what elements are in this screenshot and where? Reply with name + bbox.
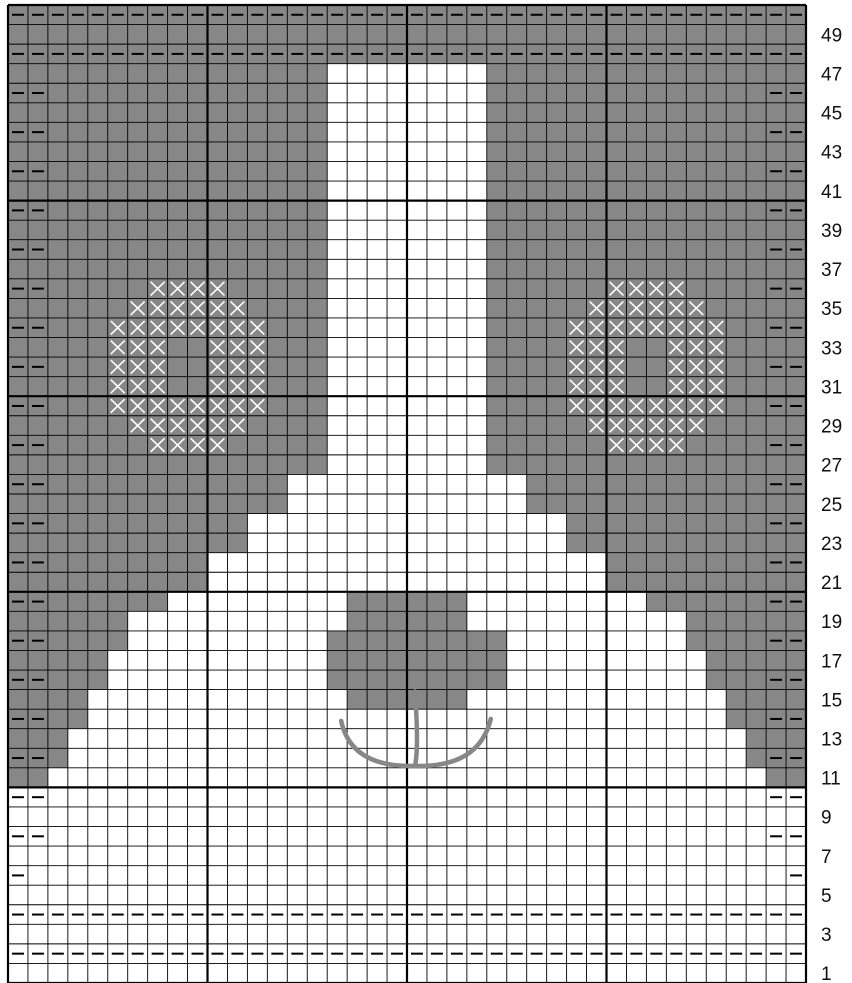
row-number-label: 9 [821,808,832,829]
nose-block [327,631,507,690]
row-number-label: 5 [821,886,832,907]
row-number-label: 11 [821,769,841,790]
row-number-layer: 1357911131517192123252729313335373941434… [821,25,842,983]
row-number-label: 23 [821,534,842,555]
row-number-label: 27 [821,456,842,477]
row-number-label: 45 [821,104,842,125]
row-number-label: 33 [821,338,842,359]
row-number-label: 7 [821,847,832,868]
row-number-label: 37 [821,260,842,281]
row-number-label: 47 [821,64,842,85]
row-number-label: 35 [821,299,842,320]
row-number-label: 1 [821,964,832,983]
row-number-label: 25 [821,495,842,516]
row-number-label: 43 [821,143,842,164]
row-number-label: 29 [821,417,842,438]
row-number-label: 19 [821,612,842,633]
grid-layer [8,5,806,983]
row-number-label: 3 [821,925,832,946]
row-number-label: 17 [821,651,842,672]
row-number-label: 41 [821,182,842,203]
row-number-label: 49 [821,25,842,46]
row-number-label: 39 [821,221,842,242]
row-number-label: 15 [821,690,842,711]
row-number-label: 21 [821,573,842,594]
row-number-label: 13 [821,730,842,751]
row-number-label: 31 [821,377,842,398]
mouth-stitch [415,692,417,766]
